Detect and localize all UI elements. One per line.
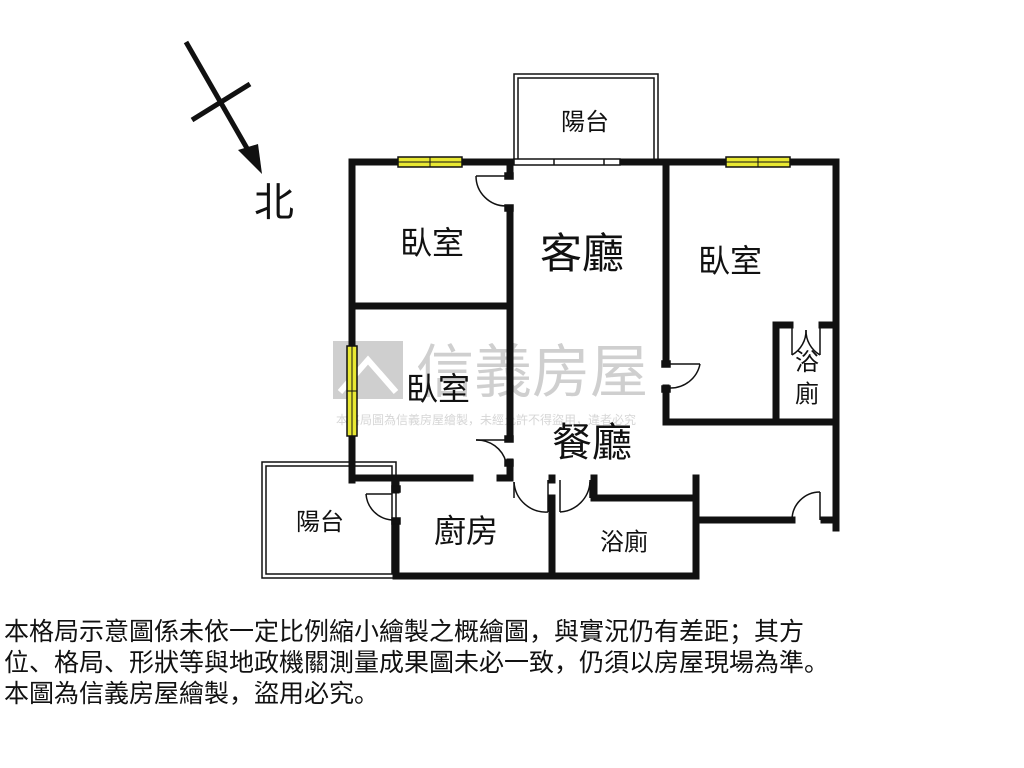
sliding-door-top [513, 158, 621, 166]
door-swings [365, 172, 821, 525]
label-bath-right-line2: 廁 [795, 380, 819, 408]
watermark-logo-icon [333, 341, 403, 399]
window-top-right [725, 156, 791, 168]
north-arrow-icon [183, 40, 262, 174]
label-bedroom-top-left: 臥室 [400, 224, 464, 262]
floor-plan: 北 信義房屋 本格局圖為信義房屋繪製，未經允許不得盜用，違者必究 [183, 40, 840, 580]
label-bedroom-right: 臥室 [698, 242, 762, 280]
label-balcony-top: 陽台 [561, 108, 609, 136]
north-label: 北 [254, 180, 294, 226]
label-dining-room: 餐廳 [552, 420, 632, 466]
label-living-room: 客廳 [540, 229, 624, 278]
label-kitchen: 廚房 [434, 512, 498, 550]
window-top-left [397, 156, 463, 168]
disclaimer-line-3: 本圖為信義房屋繪製，盜用必究。 [4, 679, 380, 708]
disclaimer-text: 本格局示意圖係未依一定比例縮小繪製之概繪圖，與實況仍有差距；其方 位、格局、形狀… [4, 616, 1022, 709]
label-balcony-bottom: 陽台 [296, 508, 344, 536]
window-left [346, 345, 358, 437]
disclaimer-line-1: 本格局示意圖係未依一定比例縮小繪製之概繪圖，與實況仍有差距；其方 [4, 617, 805, 646]
label-bath-bottom: 浴廁 [600, 528, 648, 556]
watermark-brand: 信義房屋 [416, 338, 648, 406]
label-bath-right-line1: 浴 [795, 348, 819, 376]
watermark-note: 本格局圖為信義房屋繪製，未經允許不得盜用，違者必究 [336, 412, 636, 427]
label-bedroom-mid-left: 臥室 [406, 370, 470, 408]
disclaimer-line-2: 位、格局、形狀等與地政機關測量成果圖未必一致，仍須以房屋現場為準。 [4, 648, 830, 677]
walls [348, 158, 840, 580]
